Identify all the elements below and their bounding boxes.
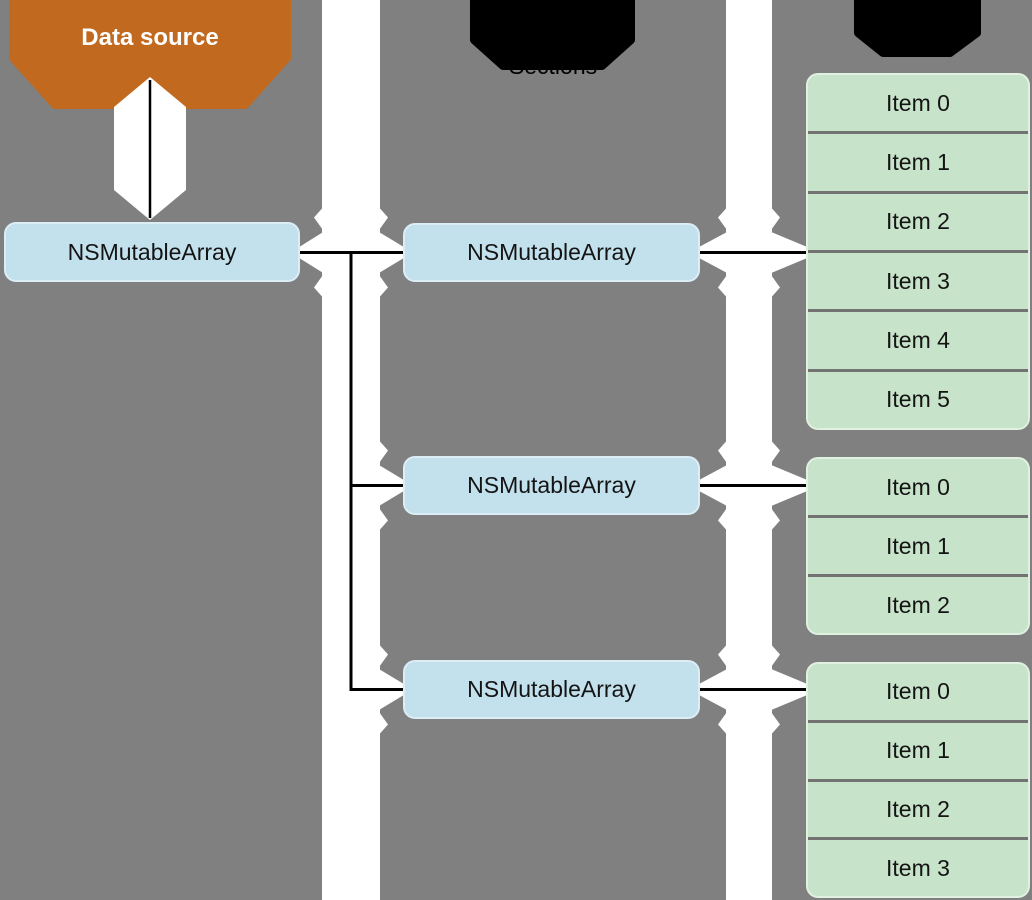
item-group-0: Item 0 Item 1 Item 2 Item 3 Item 4 Item …	[806, 73, 1030, 430]
item-cell: Item 3	[808, 837, 1028, 896]
item-cell: Item 0	[886, 89, 950, 116]
section-array-label-1: NSMutableArray	[467, 472, 636, 498]
item-cell: Item 3	[808, 249, 1028, 309]
item-cell: Item 4	[808, 309, 1028, 368]
sections-banner-shape	[470, 0, 635, 70]
item-cell: Item 5	[808, 368, 1028, 428]
item-cell: Item 0	[886, 678, 950, 705]
root-array-label: NSMutableArray	[67, 238, 237, 265]
item-group-2: Item 0 Item 1 Item 2 Item 3	[806, 662, 1030, 898]
item-cell: Item 2	[808, 574, 1028, 633]
item-group-1: Item 0 Item 1 Item 2	[806, 457, 1030, 635]
item-cell: Item 2	[808, 190, 1028, 250]
data-source-label: Data source	[81, 24, 219, 51]
data-source-banner-shape	[9, 0, 291, 109]
sections-label: Sections	[508, 53, 598, 79]
items-label: Items	[889, 36, 947, 62]
section-array-label-2: NSMutableArray	[467, 676, 636, 702]
item-cell: Item 1	[808, 515, 1028, 574]
root-array-box: NSMutableArray	[4, 222, 300, 282]
section-array-box-2: NSMutableArray	[403, 660, 700, 719]
items-connector-stripe	[726, 0, 772, 900]
item-cell: Item 1	[808, 719, 1028, 779]
section-array-label-0: NSMutableArray	[467, 239, 636, 265]
item-cell: Item 1	[808, 131, 1028, 190]
item-cell: Item 0	[886, 473, 950, 500]
items-banner-shape	[854, 0, 981, 57]
item-cell: Item 2	[808, 778, 1028, 838]
section-array-box-1: NSMutableArray	[403, 456, 700, 515]
section-array-box-0: NSMutableArray	[403, 223, 700, 282]
